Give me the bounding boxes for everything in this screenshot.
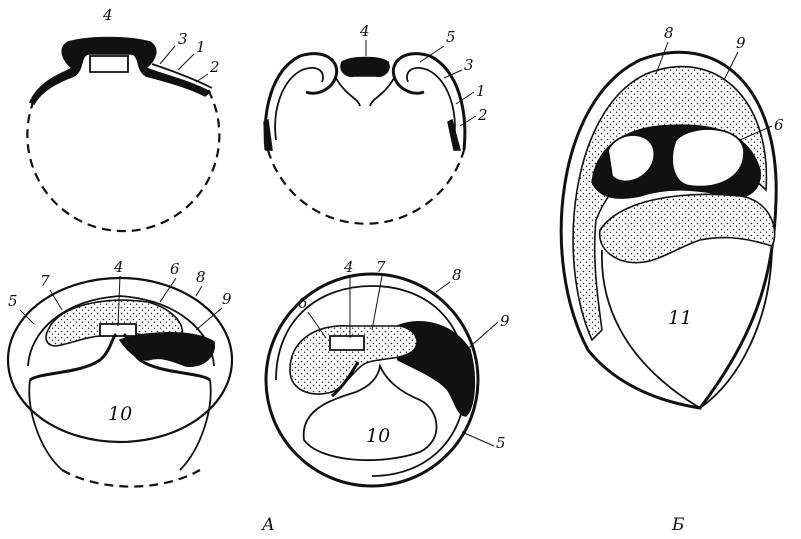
label-1: 1 [196, 38, 206, 56]
panel-b-caption: Б [671, 515, 685, 535]
label-3: 3 [178, 30, 188, 48]
diagram-stage-3 [8, 278, 232, 487]
panel-a-caption: А [261, 515, 275, 535]
label-9: 9 [500, 312, 510, 330]
label-4: 4 [343, 258, 354, 276]
label-2: 2 [477, 106, 488, 124]
label-5: 5 [446, 28, 456, 46]
label-6: 6 [170, 260, 180, 278]
label-7: 7 [376, 258, 386, 276]
diagram-stage-5 [561, 52, 776, 408]
label-3: 3 [464, 56, 474, 74]
diagram-stage-1 [27, 38, 219, 232]
label-5: 5 [496, 434, 506, 452]
label-8: 8 [196, 268, 206, 286]
label-10: 10 [366, 425, 390, 447]
label-4: 4 [113, 258, 124, 276]
label-6: 6 [774, 116, 784, 134]
label-1: 1 [476, 82, 486, 100]
label-8: 8 [664, 24, 674, 42]
label-2: 2 [209, 58, 220, 76]
label-10: 10 [108, 403, 132, 425]
diagram-stage-2 [264, 54, 465, 224]
label-8: 8 [452, 266, 462, 284]
label-7: 7 [40, 272, 50, 290]
label-9: 9 [222, 290, 232, 308]
label-9: 9 [736, 34, 746, 52]
label-11: 11 [668, 307, 692, 329]
label-4: 4 [102, 6, 113, 24]
label-5: 5 [8, 292, 18, 310]
label-6: 6 [298, 294, 308, 312]
label-4: 4 [359, 22, 370, 40]
